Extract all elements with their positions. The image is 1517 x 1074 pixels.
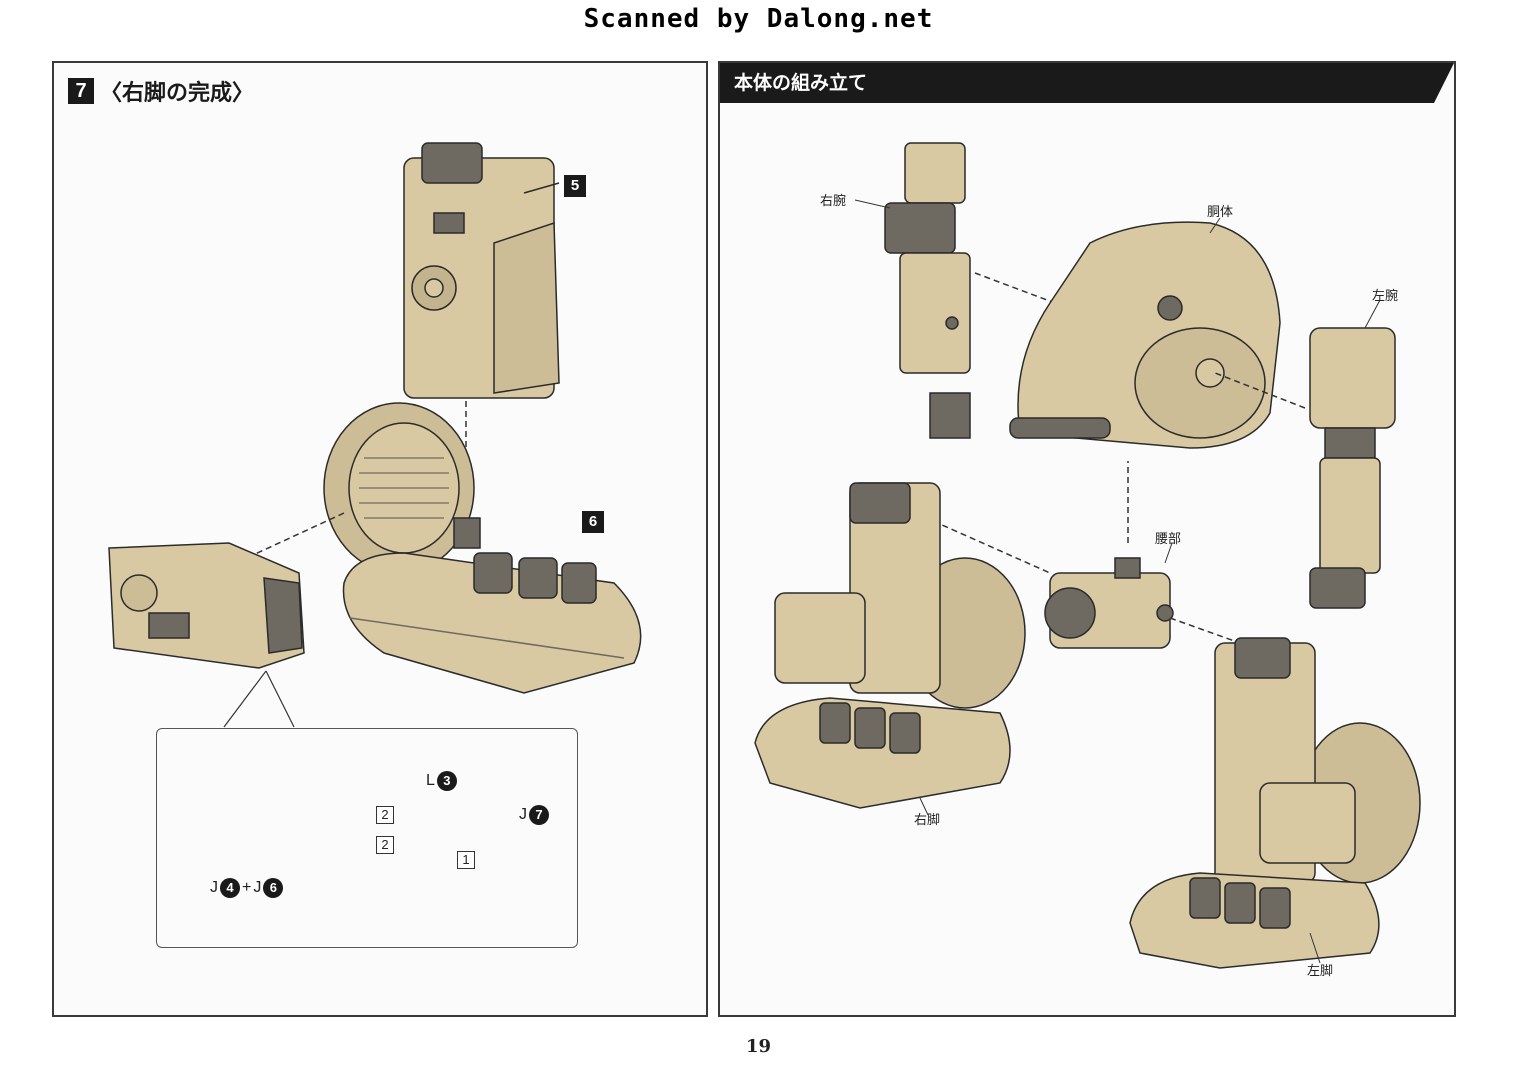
scan-credit: Scanned by Dalong.net xyxy=(583,4,934,34)
part-6-badge: 6 xyxy=(582,511,604,533)
label-waist: 腰部 xyxy=(1155,532,1182,547)
thigh-part-illustration xyxy=(403,142,560,399)
part-letter: J xyxy=(253,879,262,896)
part-number-circle: 3 xyxy=(436,771,457,791)
label-torso: 胴体 xyxy=(1207,205,1234,220)
step-7-panel: 7 〈右脚の完成〉 xyxy=(52,61,708,1017)
label-left-leg: 左脚 xyxy=(1307,964,1334,979)
assembly-step-number: 2 xyxy=(376,806,394,824)
part-5-badge: 5 xyxy=(564,175,586,197)
waist-illustration xyxy=(1044,557,1174,649)
part-code-l3: L 3 xyxy=(426,771,457,791)
right-leg-illustration xyxy=(754,482,1026,809)
ankle-cover-illustration xyxy=(108,542,305,669)
left-leg-illustration xyxy=(1129,637,1421,969)
left-arm-illustration xyxy=(1309,327,1396,609)
part-letter: J xyxy=(210,879,218,896)
part-number-circle: 4 xyxy=(220,878,240,898)
foot-part-illustration xyxy=(323,402,642,694)
body-assembly-panel: 本体の組み立て xyxy=(718,61,1456,1017)
part-letter: J xyxy=(519,806,527,823)
label-right-leg: 右脚 xyxy=(914,813,941,828)
body-assembly-illustration xyxy=(754,142,1421,969)
step-number-badge: 7 xyxy=(68,78,94,104)
part-code-j4-j6: J 4 + J 6 xyxy=(210,878,284,898)
section-header: 本体の組み立て xyxy=(720,63,1454,103)
assembly-step-number: 2 xyxy=(376,836,394,854)
step-title: 7 〈右脚の完成〉 xyxy=(68,75,254,107)
label-left-arm: 左腕 xyxy=(1372,289,1399,304)
torso-illustration xyxy=(1009,221,1281,449)
part-letter: L xyxy=(426,772,435,789)
plus-sign: + xyxy=(242,879,252,896)
page-number: 19 xyxy=(745,1036,772,1057)
part-number-circle: 6 xyxy=(263,878,284,898)
right-arm-illustration xyxy=(884,142,971,439)
part-number-circle: 7 xyxy=(529,805,549,825)
label-right-arm: 右腕 xyxy=(820,194,847,209)
part-code-j7: J 7 xyxy=(519,805,549,825)
step-title-text: 〈右脚の完成〉 xyxy=(100,81,255,106)
detail-inset-box xyxy=(156,728,578,948)
assembly-step-number: 1 xyxy=(457,851,475,869)
